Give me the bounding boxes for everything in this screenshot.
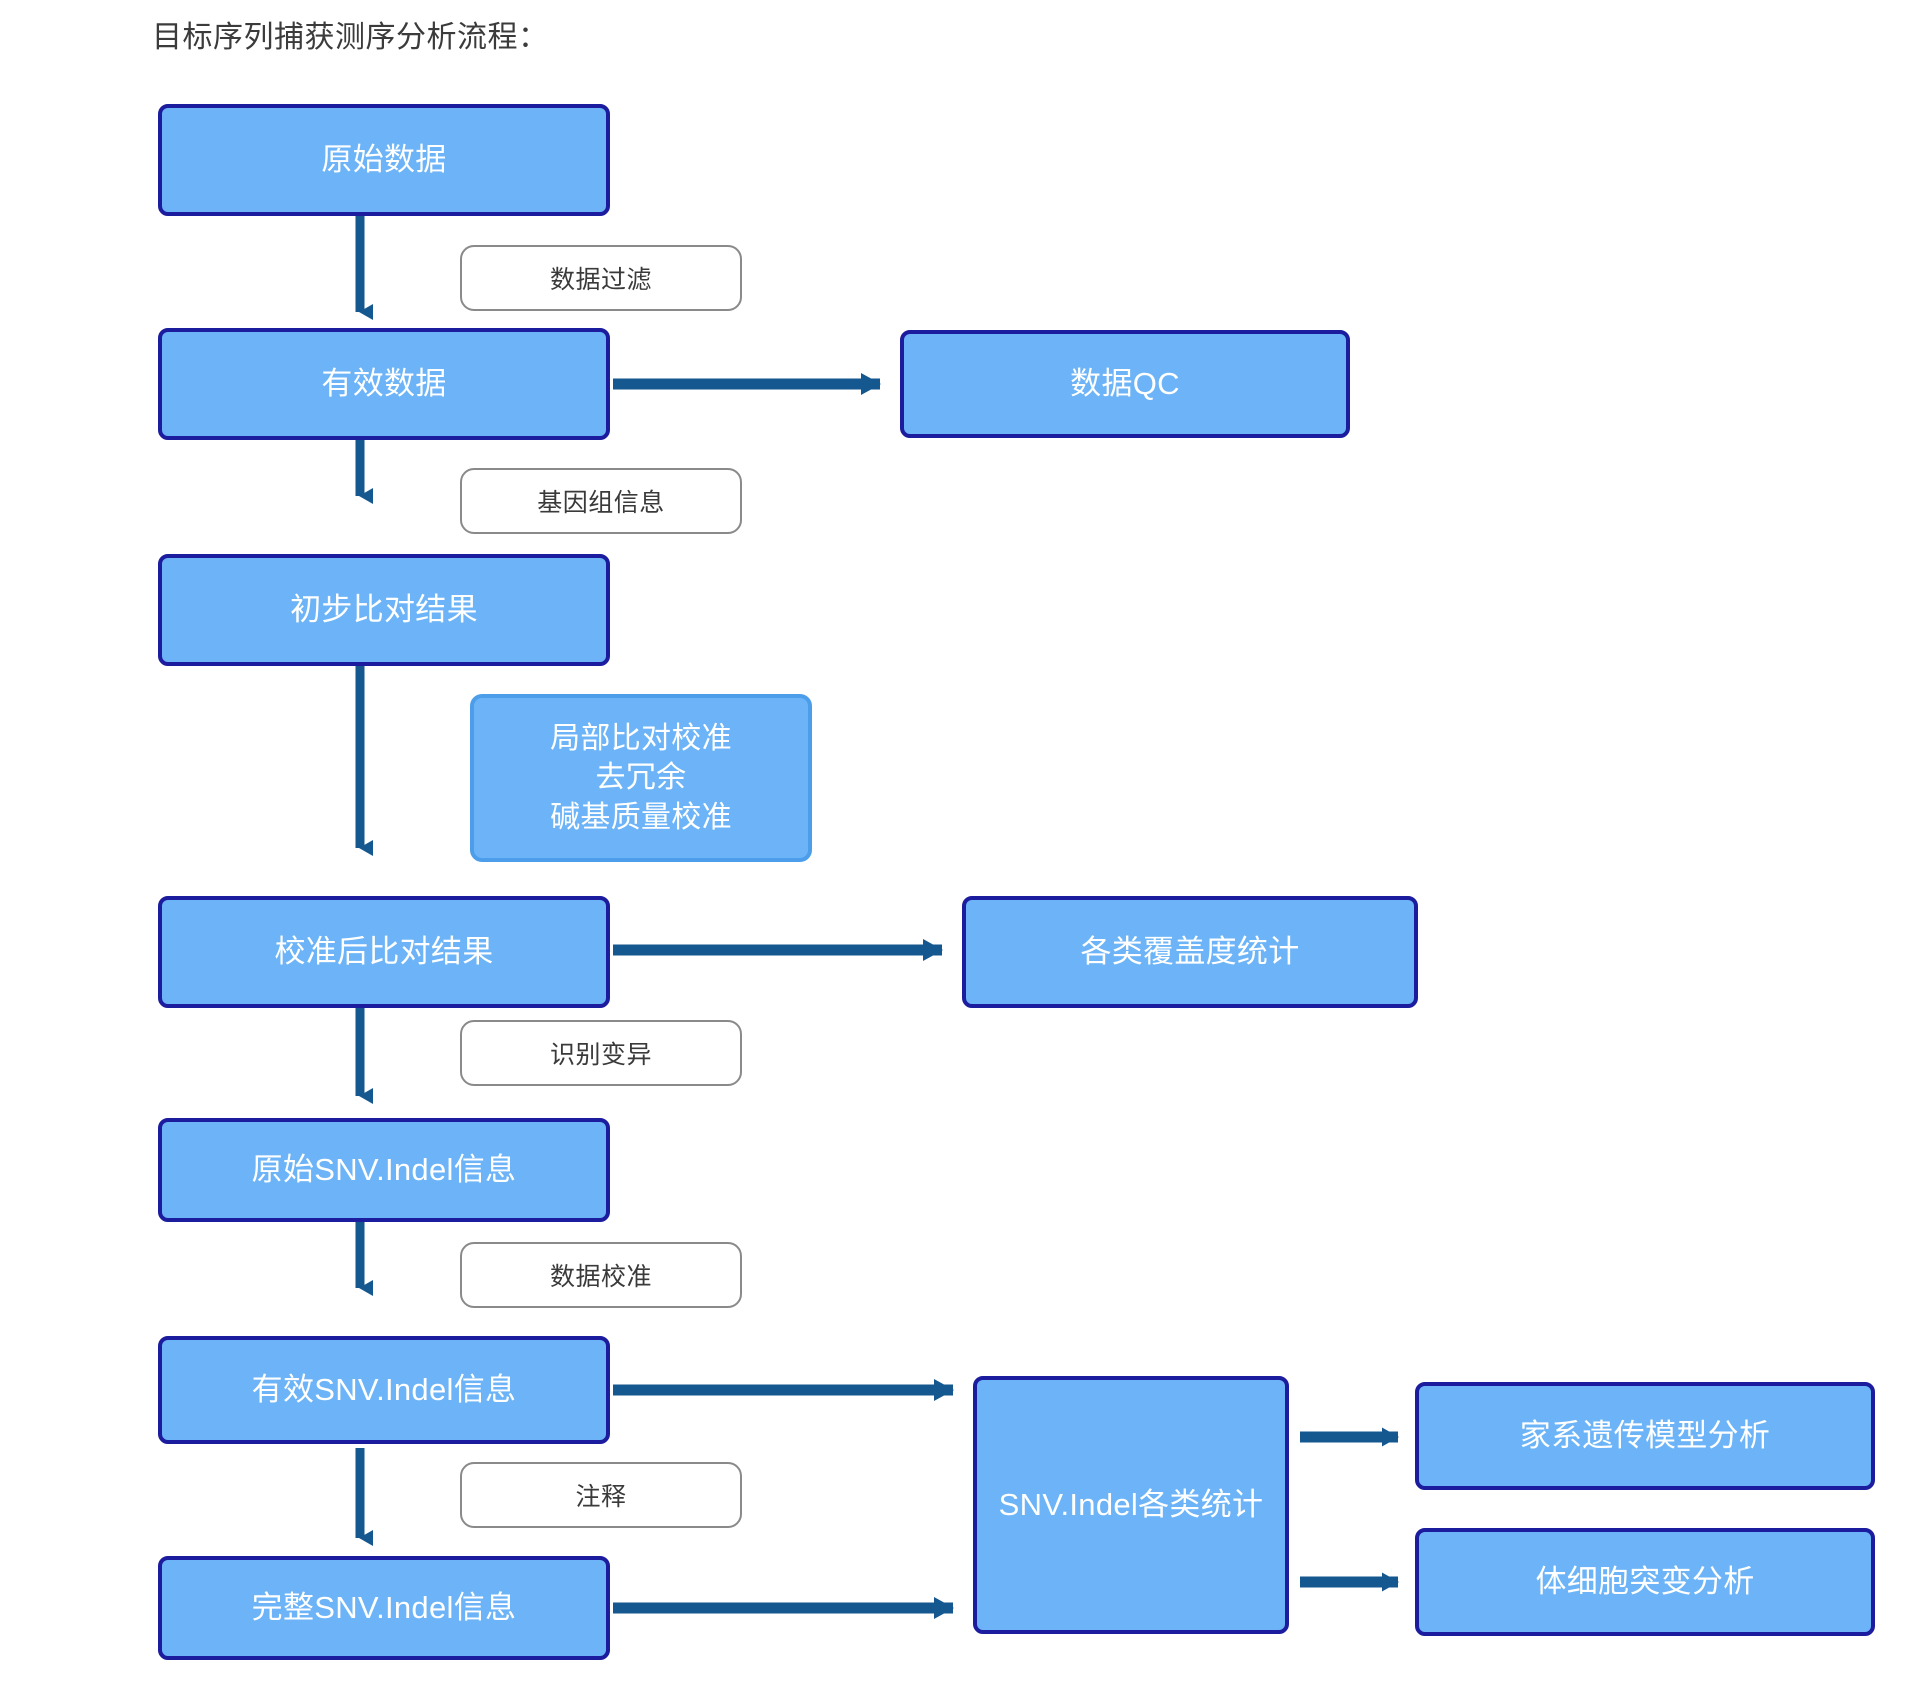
- node-realign-line-3: 碱基质量校准: [550, 800, 732, 834]
- node-raw-data[interactable]: 原始数据: [158, 104, 610, 216]
- node-initial-alignment[interactable]: 初步比对结果: [158, 554, 610, 666]
- node-calibrated-alignment[interactable]: 校准后比对结果: [158, 896, 610, 1008]
- node-raw-snv-indel[interactable]: 原始SNV.Indel信息: [158, 1118, 610, 1222]
- edge-label-data-filter[interactable]: 数据过滤: [460, 245, 742, 311]
- edge-label-genome-info[interactable]: 基因组信息: [460, 468, 742, 534]
- node-valid-data[interactable]: 有效数据: [158, 328, 610, 440]
- node-realign-block[interactable]: 局部比对校准 去冗余 碱基质量校准: [470, 694, 812, 862]
- node-pedigree-analysis[interactable]: 家系遗传模型分析: [1415, 1382, 1875, 1490]
- node-snv-indel-stats[interactable]: SNV.Indel各类统计: [973, 1376, 1289, 1634]
- edge-label-variant-calling[interactable]: 识别变异: [460, 1020, 742, 1086]
- node-realign-line-2: 去冗余: [595, 761, 687, 795]
- node-somatic-analysis[interactable]: 体细胞突变分析: [1415, 1528, 1875, 1636]
- node-realign-line-1: 局部比对校准: [550, 721, 732, 755]
- page-title: 目标序列捕获测序分析流程：: [152, 21, 549, 54]
- edge-label-data-calibration[interactable]: 数据校准: [460, 1242, 742, 1308]
- node-coverage-stats[interactable]: 各类覆盖度统计: [962, 896, 1418, 1008]
- node-data-qc[interactable]: 数据QC: [900, 330, 1350, 438]
- edge-label-annotation[interactable]: 注释: [460, 1462, 742, 1528]
- node-complete-snv-indel[interactable]: 完整SNV.Indel信息: [158, 1556, 610, 1660]
- node-valid-snv-indel[interactable]: 有效SNV.Indel信息: [158, 1336, 610, 1444]
